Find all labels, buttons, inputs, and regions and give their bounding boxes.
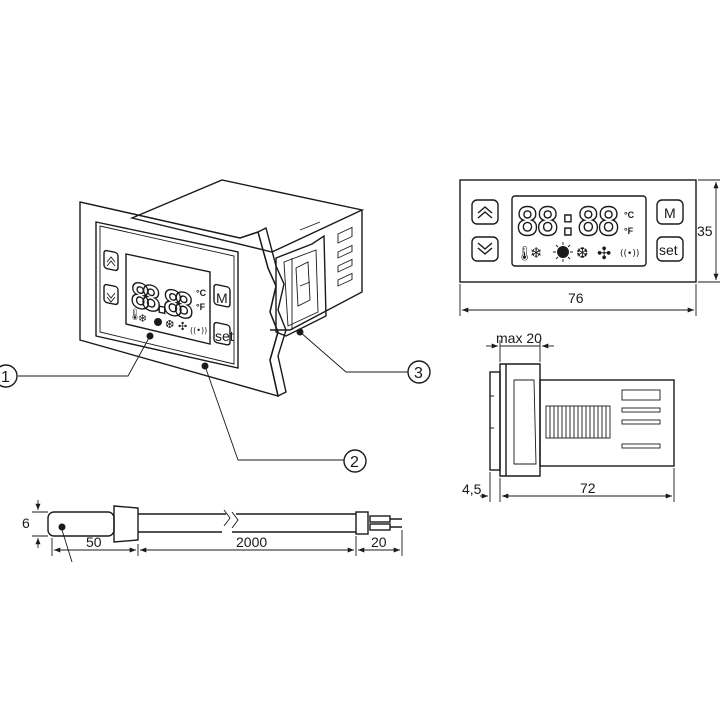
callout-1: 1 <box>0 332 154 388</box>
double-chevron-up-icon <box>477 206 493 219</box>
probe-cable-length-label: 2000 <box>236 534 267 550</box>
probe-cable <box>138 513 356 533</box>
snowflake-icon: ❄ <box>138 312 147 325</box>
signal-icon: ((•)) <box>620 249 639 259</box>
set-button[interactable] <box>656 236 684 262</box>
fan-icon: ✣ <box>597 244 611 264</box>
up-button[interactable] <box>471 199 499 225</box>
front-m-button[interactable] <box>213 283 231 308</box>
front-view: 88:88 °C °F 🌡 ❄ ❆ ✣ ((•)) M set 76 <box>459 179 720 316</box>
sun-rays <box>553 242 573 262</box>
body-depth-label: 72 <box>580 480 596 496</box>
probe-lead <box>369 515 391 523</box>
front-up-button[interactable] <box>103 249 119 272</box>
probe-tip-length-label: 50 <box>86 534 102 550</box>
sun-icon <box>154 318 162 326</box>
thermometer-icon: 🌡 <box>516 246 534 262</box>
status-icons: 🌡 ❄ ❆ ✣ ((•)) <box>516 242 639 264</box>
depth-max-label: max 20 <box>496 330 542 346</box>
probe-diameter-label: 6 <box>22 515 30 531</box>
front-down-button[interactable] <box>103 283 119 306</box>
mounting-bracket <box>275 234 327 337</box>
front-bezel <box>79 201 287 398</box>
housing-body <box>129 179 365 331</box>
m-button[interactable] <box>656 199 684 225</box>
unit-c: °C <box>624 210 635 220</box>
defrost-icon: ❆ <box>165 318 174 331</box>
probe-lead-length-label: 20 <box>371 534 387 550</box>
callout-2-label: 2 <box>350 454 359 471</box>
front-set-button[interactable] <box>213 321 231 346</box>
front-height-label: 35 <box>697 223 713 239</box>
m-button-label: M <box>664 205 676 221</box>
perspective-view: 88.88 °C °F 🌡 ❄ ❆ ✣ ((•)) M set <box>0 179 431 473</box>
defrost-icon: ❆ <box>576 244 589 262</box>
down-button[interactable] <box>471 236 499 262</box>
probe-sleeve <box>113 505 139 543</box>
front-view-outline <box>459 179 697 283</box>
display-digits: 88:88 <box>516 200 620 244</box>
callout-1-label: 1 <box>1 369 10 386</box>
side-ribs <box>545 405 611 439</box>
side-panel-block <box>499 363 541 477</box>
front-face: 88.88 °C °F 🌡 ❄ ❆ ✣ ((•)) M set <box>95 221 239 369</box>
callout-2: 2 <box>201 362 367 473</box>
side-view: max 20 4,5 72 <box>462 330 675 502</box>
callout-3-label: 3 <box>414 365 423 382</box>
front-status-icons: 🌡 ❄ ❆ ✣ ((•)) <box>128 308 207 335</box>
unit-f: °F <box>624 226 634 236</box>
sun-icon <box>557 246 569 258</box>
callout-3: 3 <box>296 328 431 384</box>
fan-icon: ✣ <box>178 320 187 333</box>
signal-icon: ((•)) <box>190 326 207 335</box>
thermometer-icon: 🌡 <box>128 308 142 321</box>
lcd-window <box>511 195 647 267</box>
front-m-label: M <box>216 290 228 306</box>
double-chevron-down-icon <box>477 242 493 255</box>
probe-drawing: 6 50 2000 20 <box>22 500 403 563</box>
side-flange <box>489 371 501 471</box>
set-button-label: set <box>659 242 678 258</box>
front-set-label: set <box>215 328 234 344</box>
front-width-label: 76 <box>568 290 584 306</box>
flange-thickness-label: 4,5 <box>462 481 482 497</box>
side-body <box>539 379 675 467</box>
probe-tip <box>47 511 115 537</box>
front-unit-c: °C <box>196 288 207 298</box>
front-unit-f: °F <box>196 302 206 312</box>
snowflake-icon: ❄ <box>530 244 543 262</box>
